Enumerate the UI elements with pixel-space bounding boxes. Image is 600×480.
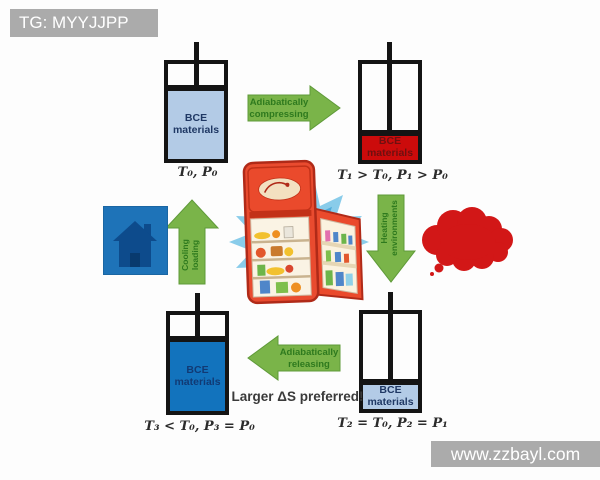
cylinder-compressed-hot: BCE materials T₁ > T₀, P₁ > P₀ — [337, 42, 448, 187]
piston-rod — [388, 292, 393, 384]
cylinder-body: BCE materials — [164, 60, 228, 163]
arrow-cooling: Cooling loading — [164, 199, 220, 285]
piston-plate — [363, 379, 418, 385]
arrow-cooling-label-2: loading — [190, 240, 200, 270]
bce-material-fill: BCE materials — [362, 135, 418, 160]
cylinder-expanded-cold: BCE materials T₃ < T₀, P₃ = P₀ — [144, 293, 255, 435]
cylinder-body: BCE materials — [359, 310, 422, 413]
bce-material-label: BCE materials — [366, 135, 414, 159]
arrow-releasing-label-1: Adiabatically — [280, 347, 339, 358]
arrow-compressing-label-1: Adiabatically — [250, 97, 309, 108]
arrow-heating-label-1: Heating — [379, 212, 389, 243]
piston-rod — [387, 42, 392, 135]
arrow-cooling-label-1: Cooling — [180, 239, 190, 271]
arrow-releasing-label-2: releasing — [288, 359, 330, 370]
bce-material-label: BCE materials — [172, 112, 220, 136]
cylinder-initial: BCE materials T₀, P₀ — [150, 42, 245, 184]
heat-cloud-icon — [422, 207, 513, 276]
bce-material-label: BCE materials — [174, 363, 221, 388]
entropy-note: Larger ΔS preferred! — [231, 389, 364, 404]
state-label: T₀, P₀ — [177, 165, 218, 180]
cylinder-body: BCE materials — [166, 311, 229, 415]
piston-plate — [362, 130, 418, 136]
arrow-heating: Heating environments — [365, 194, 416, 283]
bce-material-label: BCE materials — [367, 384, 414, 408]
arrow-heating-label-2: environments — [389, 200, 399, 256]
bce-material-fill: BCE materials — [170, 342, 225, 411]
arrow-compressing: Adiabatically compressing — [247, 85, 341, 131]
bce-material-fill: BCE materials — [363, 384, 418, 409]
state-label: T₂ = T₀, P₂ = P₁ — [337, 416, 448, 431]
piston-plate — [168, 85, 224, 91]
cylinder-body: BCE materials — [358, 60, 422, 164]
arrow-releasing: Adiabatically releasing — [247, 335, 341, 381]
watermark-bottom-right: www.zzbayl.com — [431, 441, 600, 467]
piston-plate — [170, 336, 225, 342]
refrigerator-illustration — [229, 159, 369, 305]
cylinder-compressed-cooled: BCE materials T₂ = T₀, P₂ = P₁ — [337, 292, 448, 434]
watermark-top-left: TG: MYYJJPP — [10, 9, 158, 37]
arrow-compressing-label-2: compressing — [249, 109, 308, 120]
bce-material-fill: BCE materials — [168, 91, 224, 159]
state-label: T₃ < T₀, P₃ = P₀ — [144, 419, 255, 434]
house-icon — [103, 206, 168, 275]
piston-rod — [195, 293, 200, 342]
state-label: T₁ > T₀, P₁ > P₀ — [337, 168, 448, 183]
piston-rod — [194, 42, 199, 91]
